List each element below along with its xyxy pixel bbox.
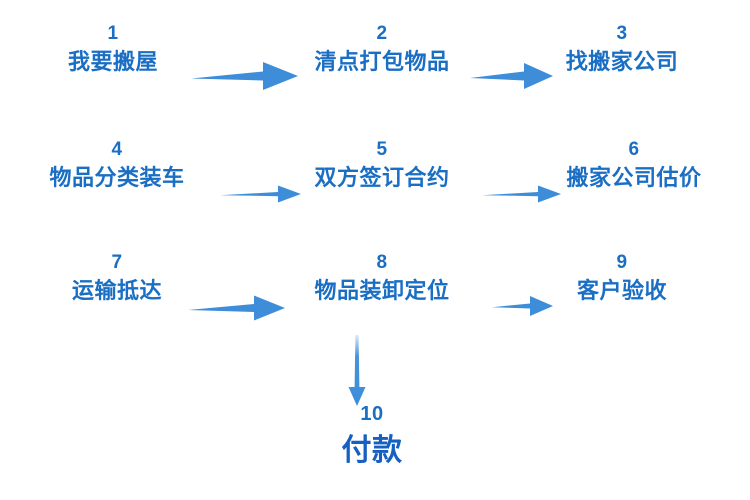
step-label-6: 搬家公司估价 [566, 164, 702, 190]
step-number-4: 4 [111, 139, 123, 160]
step-label-7: 运输抵达 [71, 277, 163, 303]
arrow-4-to-5-icon [220, 183, 302, 205]
step-number-3: 3 [616, 23, 628, 44]
arrow-8-to-10-icon [344, 335, 370, 407]
step-node-5[interactable]: 5 双方签订合约 [314, 140, 449, 193]
arrow-7-to-8-icon [188, 293, 286, 323]
step-node-9[interactable]: 9 客户验收 [577, 253, 667, 306]
step-label-8: 物品装卸定位 [314, 277, 450, 303]
step-node-7[interactable]: 7 运输抵达 [72, 253, 162, 306]
step-label-2: 清点打包物品 [314, 48, 450, 74]
step-number-7: 7 [111, 252, 123, 273]
step-label-9: 客户验收 [576, 277, 668, 303]
arrow-2-to-3-icon [470, 60, 554, 92]
step-number-8: 8 [376, 252, 388, 273]
step-node-2[interactable]: 2 清点打包物品 [314, 24, 449, 77]
step-node-10[interactable]: 10 付款 [342, 404, 403, 470]
step-node-3[interactable]: 3 找搬家公司 [566, 24, 679, 77]
step-label-1: 我要搬屋 [67, 48, 159, 74]
step-number-10: 10 [360, 403, 384, 425]
arrow-5-to-6-icon [482, 183, 562, 205]
arrow-8-to-9-icon [492, 294, 554, 318]
step-label-10: 付款 [341, 434, 403, 467]
step-node-8[interactable]: 8 物品装卸定位 [314, 253, 449, 306]
step-node-6[interactable]: 6 搬家公司估价 [566, 140, 701, 193]
step-label-5: 双方签订合约 [314, 164, 450, 190]
arrow-1-to-2-icon [191, 59, 299, 93]
step-node-4[interactable]: 4 物品分类装车 [49, 140, 184, 193]
step-number-6: 6 [628, 139, 640, 160]
step-node-1[interactable]: 1 我要搬屋 [68, 24, 158, 77]
step-number-2: 2 [376, 23, 388, 44]
step-number-1: 1 [107, 23, 119, 44]
step-number-5: 5 [376, 139, 388, 160]
step-label-3: 找搬家公司 [565, 48, 679, 74]
step-label-4: 物品分类装车 [49, 164, 185, 190]
step-number-9: 9 [616, 252, 628, 273]
